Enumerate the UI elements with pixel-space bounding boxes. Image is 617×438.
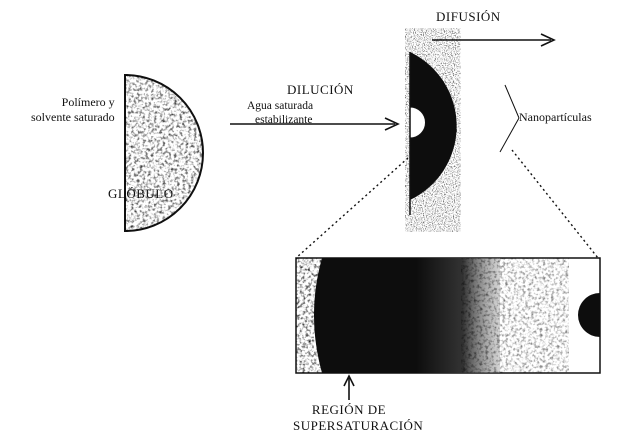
supersaturation-label-line1: REGIÓN DE (293, 402, 405, 418)
supersaturation-band (296, 258, 600, 373)
diffusion-arrow (432, 34, 554, 46)
supersaturation-label: REGIÓN DE SUPERSATURACIÓN (293, 402, 405, 434)
dilution-label: DILUCIÓN (287, 82, 354, 98)
water-label: Agua saturada estabilizante (247, 99, 313, 127)
nanoparticle-pointers (500, 85, 519, 152)
diffusion-label: DIFUSIÓN (436, 9, 501, 25)
globule-label: GLÓBULO (108, 186, 174, 202)
supersaturation-arrow (344, 376, 354, 400)
polymer-label-line1: Polímero y (31, 95, 115, 110)
supersaturation-label-line2: SUPERSATURACIÓN (293, 418, 405, 434)
nanoparticles-label: Nanopartículas (519, 110, 592, 125)
polymer-label-line2: solvente saturado (31, 110, 115, 125)
diffusing-particle (410, 45, 457, 215)
globule-half-disc (122, 72, 206, 234)
water-label-line2: estabilizante (247, 113, 313, 127)
water-label-line1: Agua saturada (247, 99, 313, 113)
polymer-label: Polímero y solvente saturado (31, 95, 115, 125)
